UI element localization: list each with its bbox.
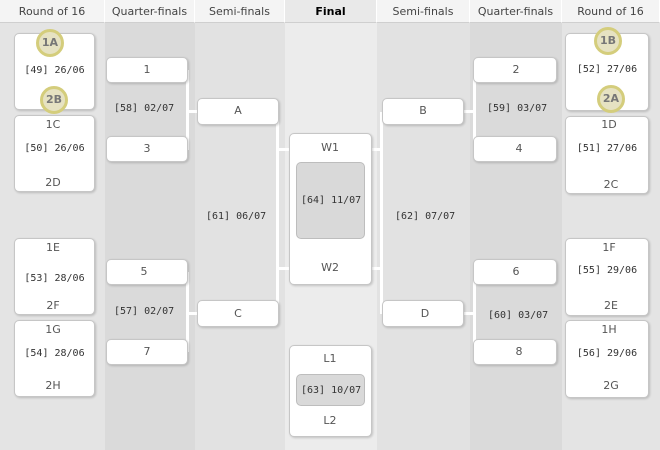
team-label: 1D [601, 118, 617, 131]
match-date: [53] 28/06 [24, 273, 85, 284]
match-card-51[interactable] [565, 116, 649, 194]
match-date: [49] 26/06 [24, 65, 85, 76]
match-date: [51] 27/06 [576, 143, 638, 154]
team-label: 2C [603, 178, 619, 191]
final-inner-panel [296, 162, 365, 239]
header-semi-left[interactable]: Semi-finals [195, 0, 285, 23]
team-label: 1C [45, 118, 61, 131]
column-bg-quarter-right [470, 23, 562, 450]
final-team-label: W2 [321, 261, 339, 274]
semi-slot-c[interactable] [197, 300, 279, 327]
match-date: [59] 03/07 [487, 103, 548, 114]
quarter-label: 3 [143, 142, 151, 155]
column-bg-semi-right [377, 23, 470, 450]
column-bg-semi-left [195, 23, 285, 450]
quarter-label: 7 [143, 345, 151, 358]
match-date: [57] 02/07 [114, 306, 175, 317]
semi-label: C [234, 307, 242, 320]
semi-slot-b[interactable] [382, 98, 464, 125]
final-team-label: W1 [321, 141, 339, 154]
quarter-slot-5[interactable] [106, 259, 188, 285]
header-final[interactable]: Final [285, 0, 377, 23]
quarter-label: 8 [515, 345, 523, 358]
team-label: 1E [46, 241, 60, 254]
column-bg-quarter-left [105, 23, 195, 450]
connector-line [380, 112, 383, 314]
team-label: 1H [601, 323, 617, 336]
header-round16-right[interactable]: Round of 16 [562, 0, 660, 23]
semi-label: A [234, 104, 242, 117]
match-date: [52] 27/06 [576, 64, 638, 75]
match-date: [60] 03/07 [488, 310, 549, 321]
connector-line [276, 148, 290, 151]
connector-line [276, 267, 290, 270]
quarter-slot-4[interactable] [473, 136, 557, 162]
team-label: 2D [45, 176, 61, 189]
header-quarter-left[interactable]: Quarter-finals [105, 0, 195, 23]
header-semi-right[interactable]: Semi-finals [377, 0, 470, 23]
team-label: 2F [46, 299, 60, 312]
quarter-slot-7[interactable] [106, 339, 188, 365]
match-card-53[interactable] [14, 238, 95, 315]
team-label: 2H [45, 379, 61, 392]
team-label: 1F [602, 241, 616, 254]
quarter-label: 5 [140, 265, 148, 278]
header-round16-left[interactable]: Round of 16 [0, 0, 105, 23]
connector-line [186, 312, 200, 315]
third-place-team-label: L1 [323, 352, 337, 365]
match-date: [54] 28/06 [24, 348, 85, 359]
team-label: 1G [45, 323, 61, 336]
match-card-56[interactable] [565, 320, 649, 398]
connector-line [370, 148, 382, 151]
connector-line [370, 267, 382, 270]
connector-line [462, 110, 476, 113]
quarter-slot-3[interactable] [106, 136, 188, 162]
connector-line [186, 110, 200, 113]
quarter-label: 1 [143, 63, 151, 76]
semi-slot-d[interactable] [382, 300, 464, 327]
match-date: [50] 26/06 [24, 143, 85, 154]
final-date: [64] 11/07 [301, 195, 362, 206]
quarter-slot-2[interactable] [473, 57, 557, 83]
third-place-inner-panel [296, 374, 365, 406]
match-card-50[interactable] [14, 115, 95, 192]
match-date: [62] 07/07 [395, 211, 456, 222]
match-date: [58] 02/07 [114, 103, 175, 114]
match-card-55[interactable] [565, 238, 649, 316]
team-badge: 2B [40, 86, 68, 114]
team-label: 2E [604, 299, 618, 312]
semi-label: D [420, 307, 430, 320]
match-date: [55] 29/06 [576, 265, 638, 276]
semi-slot-a[interactable] [197, 98, 279, 125]
match-card-54[interactable] [14, 320, 95, 397]
connector-line [462, 312, 476, 315]
quarter-slot-6[interactable] [473, 259, 557, 285]
third-place-team-label: L2 [323, 414, 337, 427]
team-badge: 1B [594, 27, 622, 55]
quarter-label: 2 [512, 63, 520, 76]
quarter-label: 6 [512, 265, 520, 278]
match-date: [61] 06/07 [206, 211, 267, 222]
header-quarter-right[interactable]: Quarter-finals [470, 0, 562, 23]
team-badge: 1A [36, 29, 64, 57]
match-date: [56] 29/06 [576, 348, 638, 359]
team-badge: 2A [597, 85, 625, 113]
quarter-slot-1[interactable] [106, 57, 188, 83]
quarter-label: 4 [515, 142, 523, 155]
connector-line [276, 112, 279, 314]
semi-label: B [419, 104, 427, 117]
team-label: 2G [603, 379, 619, 392]
quarter-slot-8[interactable] [473, 339, 557, 365]
third-place-date: [63] 10/07 [301, 385, 362, 396]
